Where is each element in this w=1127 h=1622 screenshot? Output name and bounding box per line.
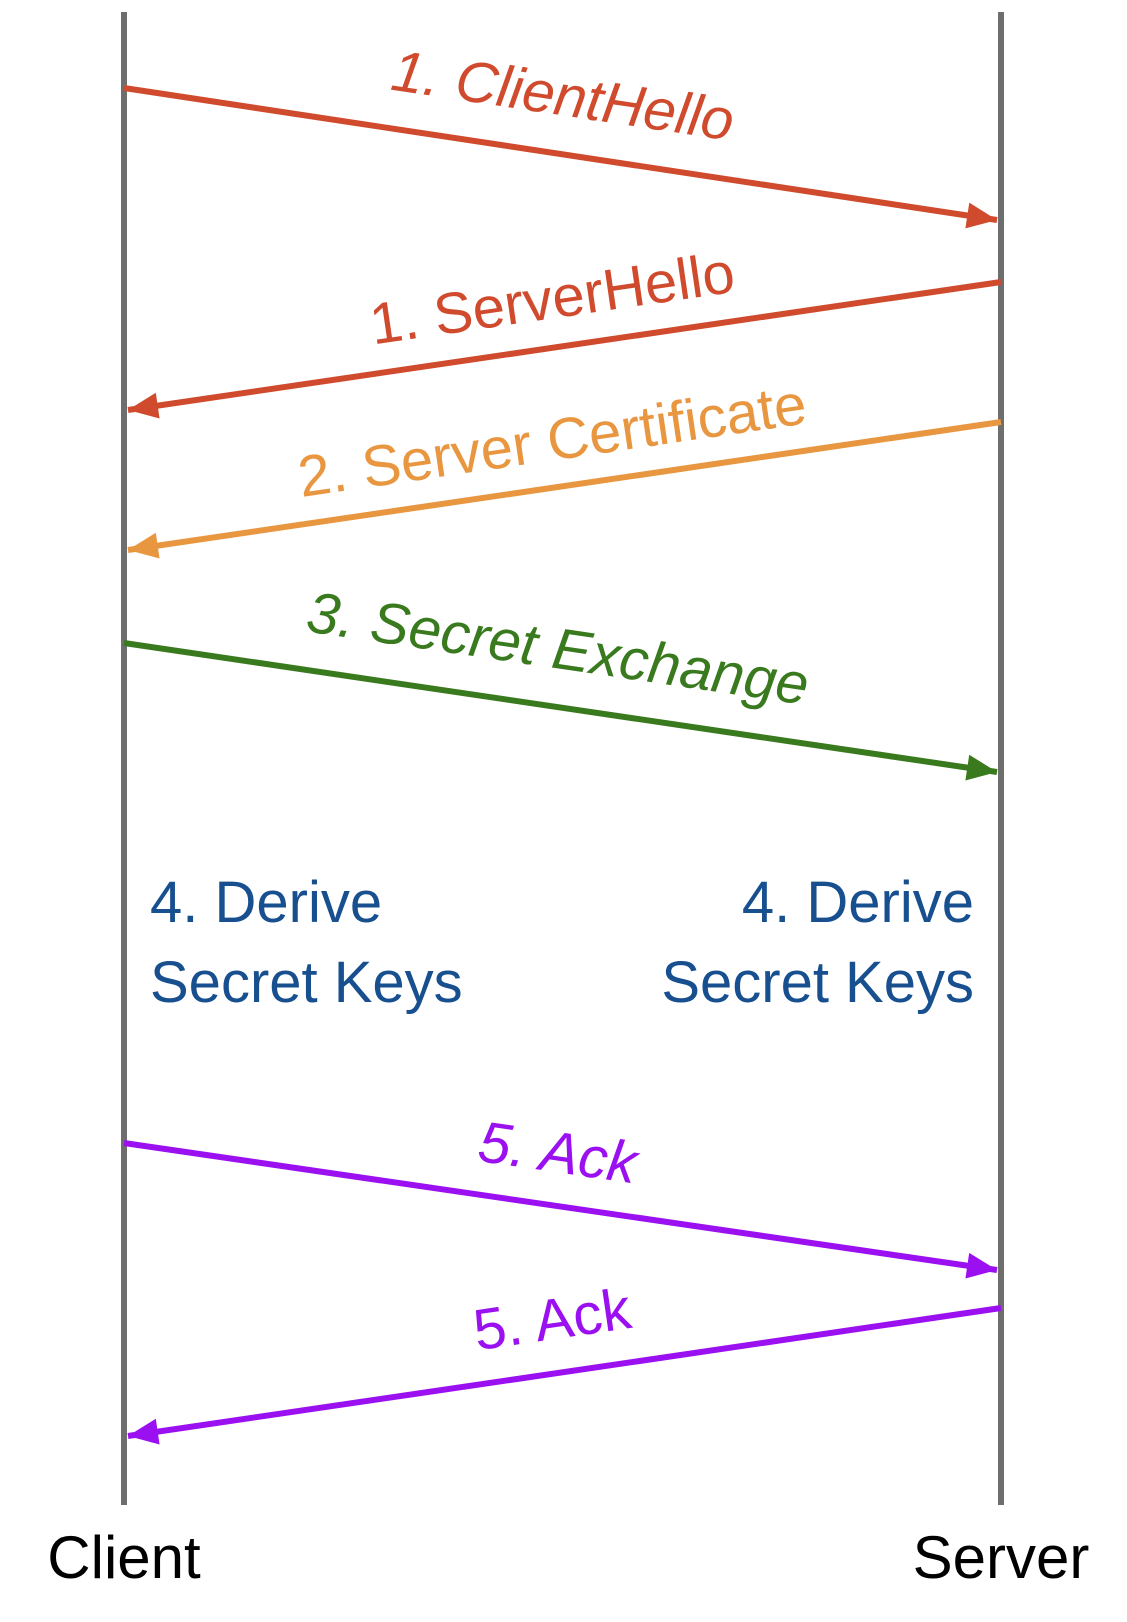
server-note-line2: Secret Keys bbox=[661, 950, 974, 1015]
arrowhead-m2 bbox=[128, 392, 160, 419]
client-label: Client bbox=[47, 1524, 201, 1591]
message-label-m5: 5. Ack bbox=[474, 1109, 644, 1197]
message-arrow-m3 bbox=[127, 419, 1002, 553]
message-arrow-m1 bbox=[123, 85, 998, 223]
message-arrow-m4 bbox=[123, 640, 998, 775]
server-label: Server bbox=[913, 1524, 1090, 1591]
arrowhead-m4 bbox=[965, 754, 997, 781]
server-note-line1: 4. Derive bbox=[742, 870, 974, 935]
arrowhead-m5 bbox=[965, 1252, 997, 1279]
message-label-m4: 3. Secret Exchange bbox=[303, 580, 813, 718]
arrowhead-m3 bbox=[128, 532, 160, 559]
message-arrow-m5 bbox=[123, 1140, 998, 1273]
client-note-line1: 4. Derive bbox=[150, 870, 382, 935]
message-arrow-m2 bbox=[127, 279, 1002, 413]
client-note-line2: Secret Keys bbox=[150, 950, 463, 1015]
message-label-m2: 1. ServerHello bbox=[366, 240, 739, 357]
arrowhead-m6 bbox=[128, 1418, 160, 1445]
message-arrow-m6 bbox=[127, 1305, 1002, 1439]
message-label-m6: 5. Ack bbox=[469, 1276, 636, 1363]
arrowhead-m1 bbox=[965, 202, 997, 229]
